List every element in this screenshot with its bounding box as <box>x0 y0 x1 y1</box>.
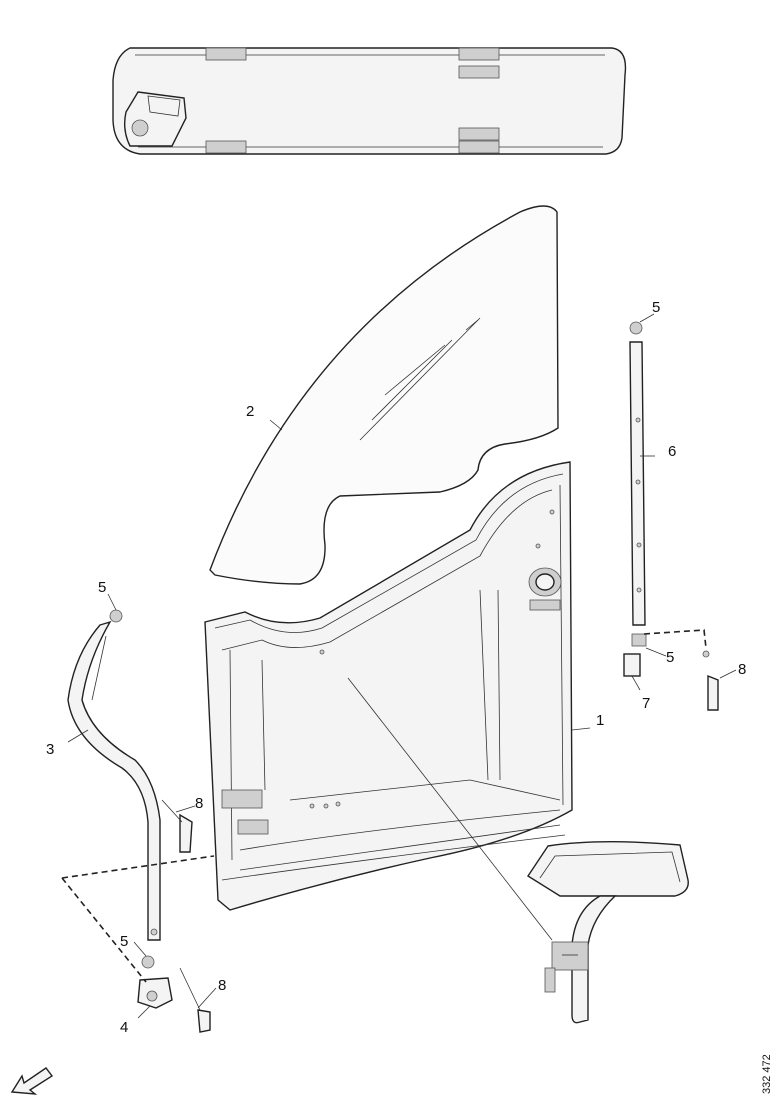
dashed-link-right <box>643 629 707 649</box>
callout-8-left-upper: 8 <box>195 795 203 812</box>
callout-7: 7 <box>642 695 650 712</box>
callout-6: 6 <box>668 443 676 460</box>
callout-5-left-bottom: 5 <box>120 933 128 950</box>
leader-lines <box>67 313 737 1019</box>
callout-5-mid-right: 5 <box>666 649 674 666</box>
callout-1: 1 <box>596 712 604 729</box>
door-frame <box>204 461 573 911</box>
dashed-link-left-diagonal <box>61 877 147 983</box>
left-hardware <box>137 799 211 1033</box>
callout-5-left-top: 5 <box>98 579 106 596</box>
callout-2: 2 <box>246 403 254 420</box>
glass-pane <box>209 205 559 585</box>
callout-4: 4 <box>120 1019 128 1036</box>
callout-3: 3 <box>46 741 54 758</box>
left-curved-bar <box>67 609 161 941</box>
arrow-down-left-icon <box>10 1067 54 1095</box>
dashed-link-left <box>61 855 215 879</box>
callout-5-top-right: 5 <box>652 299 660 316</box>
callout-8-left-lower: 8 <box>218 977 226 994</box>
callout-8-right: 8 <box>738 661 746 678</box>
door-top-view <box>112 47 627 155</box>
figure-code: 332 472 <box>761 1054 773 1094</box>
seat-step-assembly <box>527 841 689 1024</box>
right-vertical-bar <box>623 321 719 711</box>
